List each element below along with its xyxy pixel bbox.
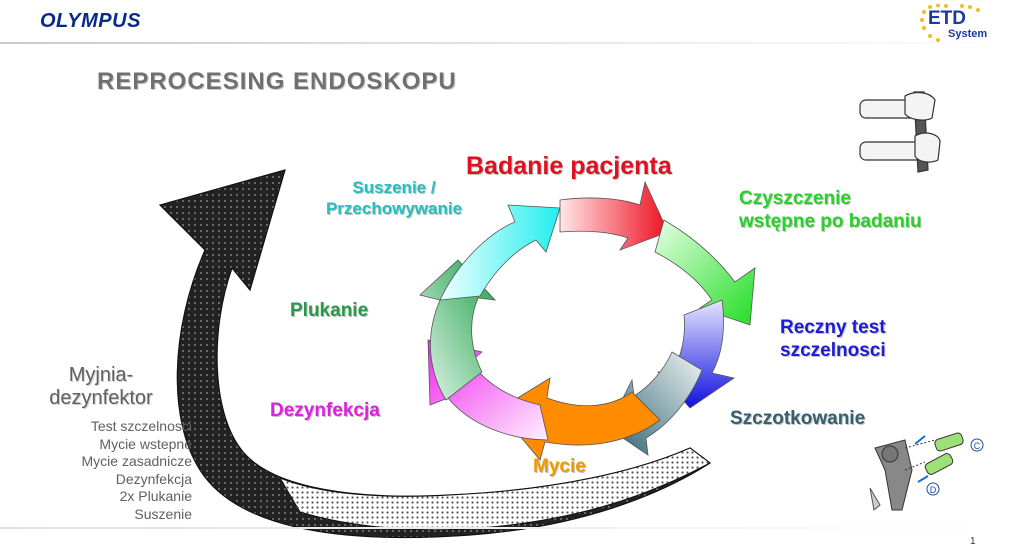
arrow-d-icon <box>917 475 929 483</box>
step-plukanie: Plukanie <box>290 300 369 321</box>
return-arrow-tail-light <box>278 447 711 531</box>
hands-endoscope-illustration <box>859 91 941 173</box>
step-suszenie-line2: Przechowywanie <box>325 199 463 218</box>
step-dezynfekcja: Dezynfekcja <box>270 400 380 421</box>
myjnia-step: Test szczelnosci <box>90 418 192 434</box>
step-czyszczenie-line1: Czyszczenie <box>739 188 851 209</box>
marker-d-icon <box>926 482 940 496</box>
etd-logo-dots <box>920 4 980 42</box>
etd-text: ETD <box>928 8 966 29</box>
myjnia-step: 2x Plukanie <box>119 488 192 504</box>
page-title: REPROCESING ENDOSKOPU <box>97 68 457 95</box>
arrow-badanie <box>559 180 669 251</box>
myjnia-title: Myjnia- dezynfektor <box>30 364 172 410</box>
arrow-suszenie <box>439 204 561 301</box>
arrow-czyszczenie <box>654 219 756 326</box>
myjnia-title-line2: dezynfektor <box>49 387 153 409</box>
myjnia-steps-list: Test szczelnosci Mycie wstepne Mycie zas… <box>20 418 193 523</box>
fist-bottom <box>914 132 941 163</box>
brushing-illustration: C D <box>869 432 984 511</box>
system-text: System <box>948 28 988 40</box>
step-mycie: Mycie <box>533 456 586 477</box>
step-badanie-pacjenta: Badanie pacjenta <box>466 152 672 180</box>
myjnia-step: Mycie zasadnicze <box>81 453 193 469</box>
brush-head-d <box>924 453 954 475</box>
brush-line-c <box>904 439 936 449</box>
header-divider <box>0 42 1024 44</box>
myjnia-step: Dezynfekcja <box>115 470 192 487</box>
brush-line-d <box>904 461 926 471</box>
step-suszenie: Suszenie / Przechowywanie <box>300 177 488 219</box>
step-reczny-line1: Reczny test <box>780 317 886 338</box>
page-number: 1 <box>970 536 976 547</box>
myjnia-title-line1: Myjnia- <box>68 364 134 386</box>
etd-system-logo: ETD System <box>918 4 1018 44</box>
marker-d-label: D <box>930 485 937 495</box>
myjnia-step: Mycie wstepne <box>99 435 192 452</box>
step-reczny-line2: szczelnosci <box>780 340 886 361</box>
olympus-logo: OLYMPUS <box>40 10 141 32</box>
marker-c-icon <box>970 438 984 452</box>
marker-c-label: C <box>974 441 981 451</box>
arrow-c-icon <box>914 435 926 445</box>
brush-head-c <box>934 432 964 452</box>
fist-top <box>904 91 936 121</box>
footer-divider <box>0 527 1024 529</box>
step-reczny-test: Reczny test szczelnosci <box>780 316 886 362</box>
step-czyszczenie: Czyszczenie wstępne po badaniu <box>739 187 922 233</box>
cycle-ring <box>419 180 756 461</box>
step-suszenie-line1: Suszenie / <box>352 178 436 197</box>
hand-grip <box>869 487 881 511</box>
control-knob <box>881 445 899 463</box>
myjnia-step: Suszenie <box>134 505 192 522</box>
step-szczotkowanie: Szczotkowanie <box>730 408 866 429</box>
step-czyszczenie-line2: wstępne po badaniu <box>739 211 922 232</box>
